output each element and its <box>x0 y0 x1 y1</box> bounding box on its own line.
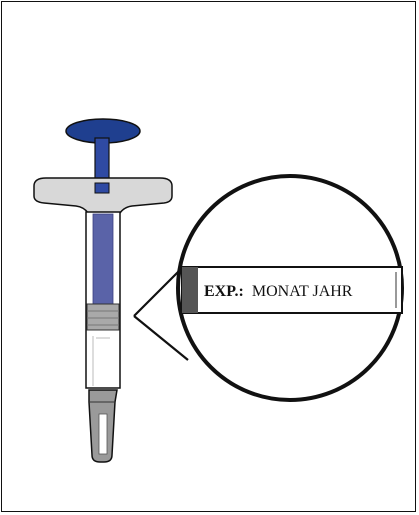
finger-flange <box>33 177 173 214</box>
callout-pointer <box>133 265 189 361</box>
flange-inner-bar <box>94 182 110 194</box>
exp-prefix: EXP.: <box>204 283 244 300</box>
exp-value: MONAT JAHR <box>252 283 353 300</box>
svg-text:EXP.: MONAT JAHR: EXP.: MONAT JAHR <box>204 283 353 300</box>
plunger-stopper <box>86 303 120 331</box>
magnified-label: EXP.: MONAT JAHR <box>181 266 403 314</box>
medication-fill <box>92 213 114 305</box>
